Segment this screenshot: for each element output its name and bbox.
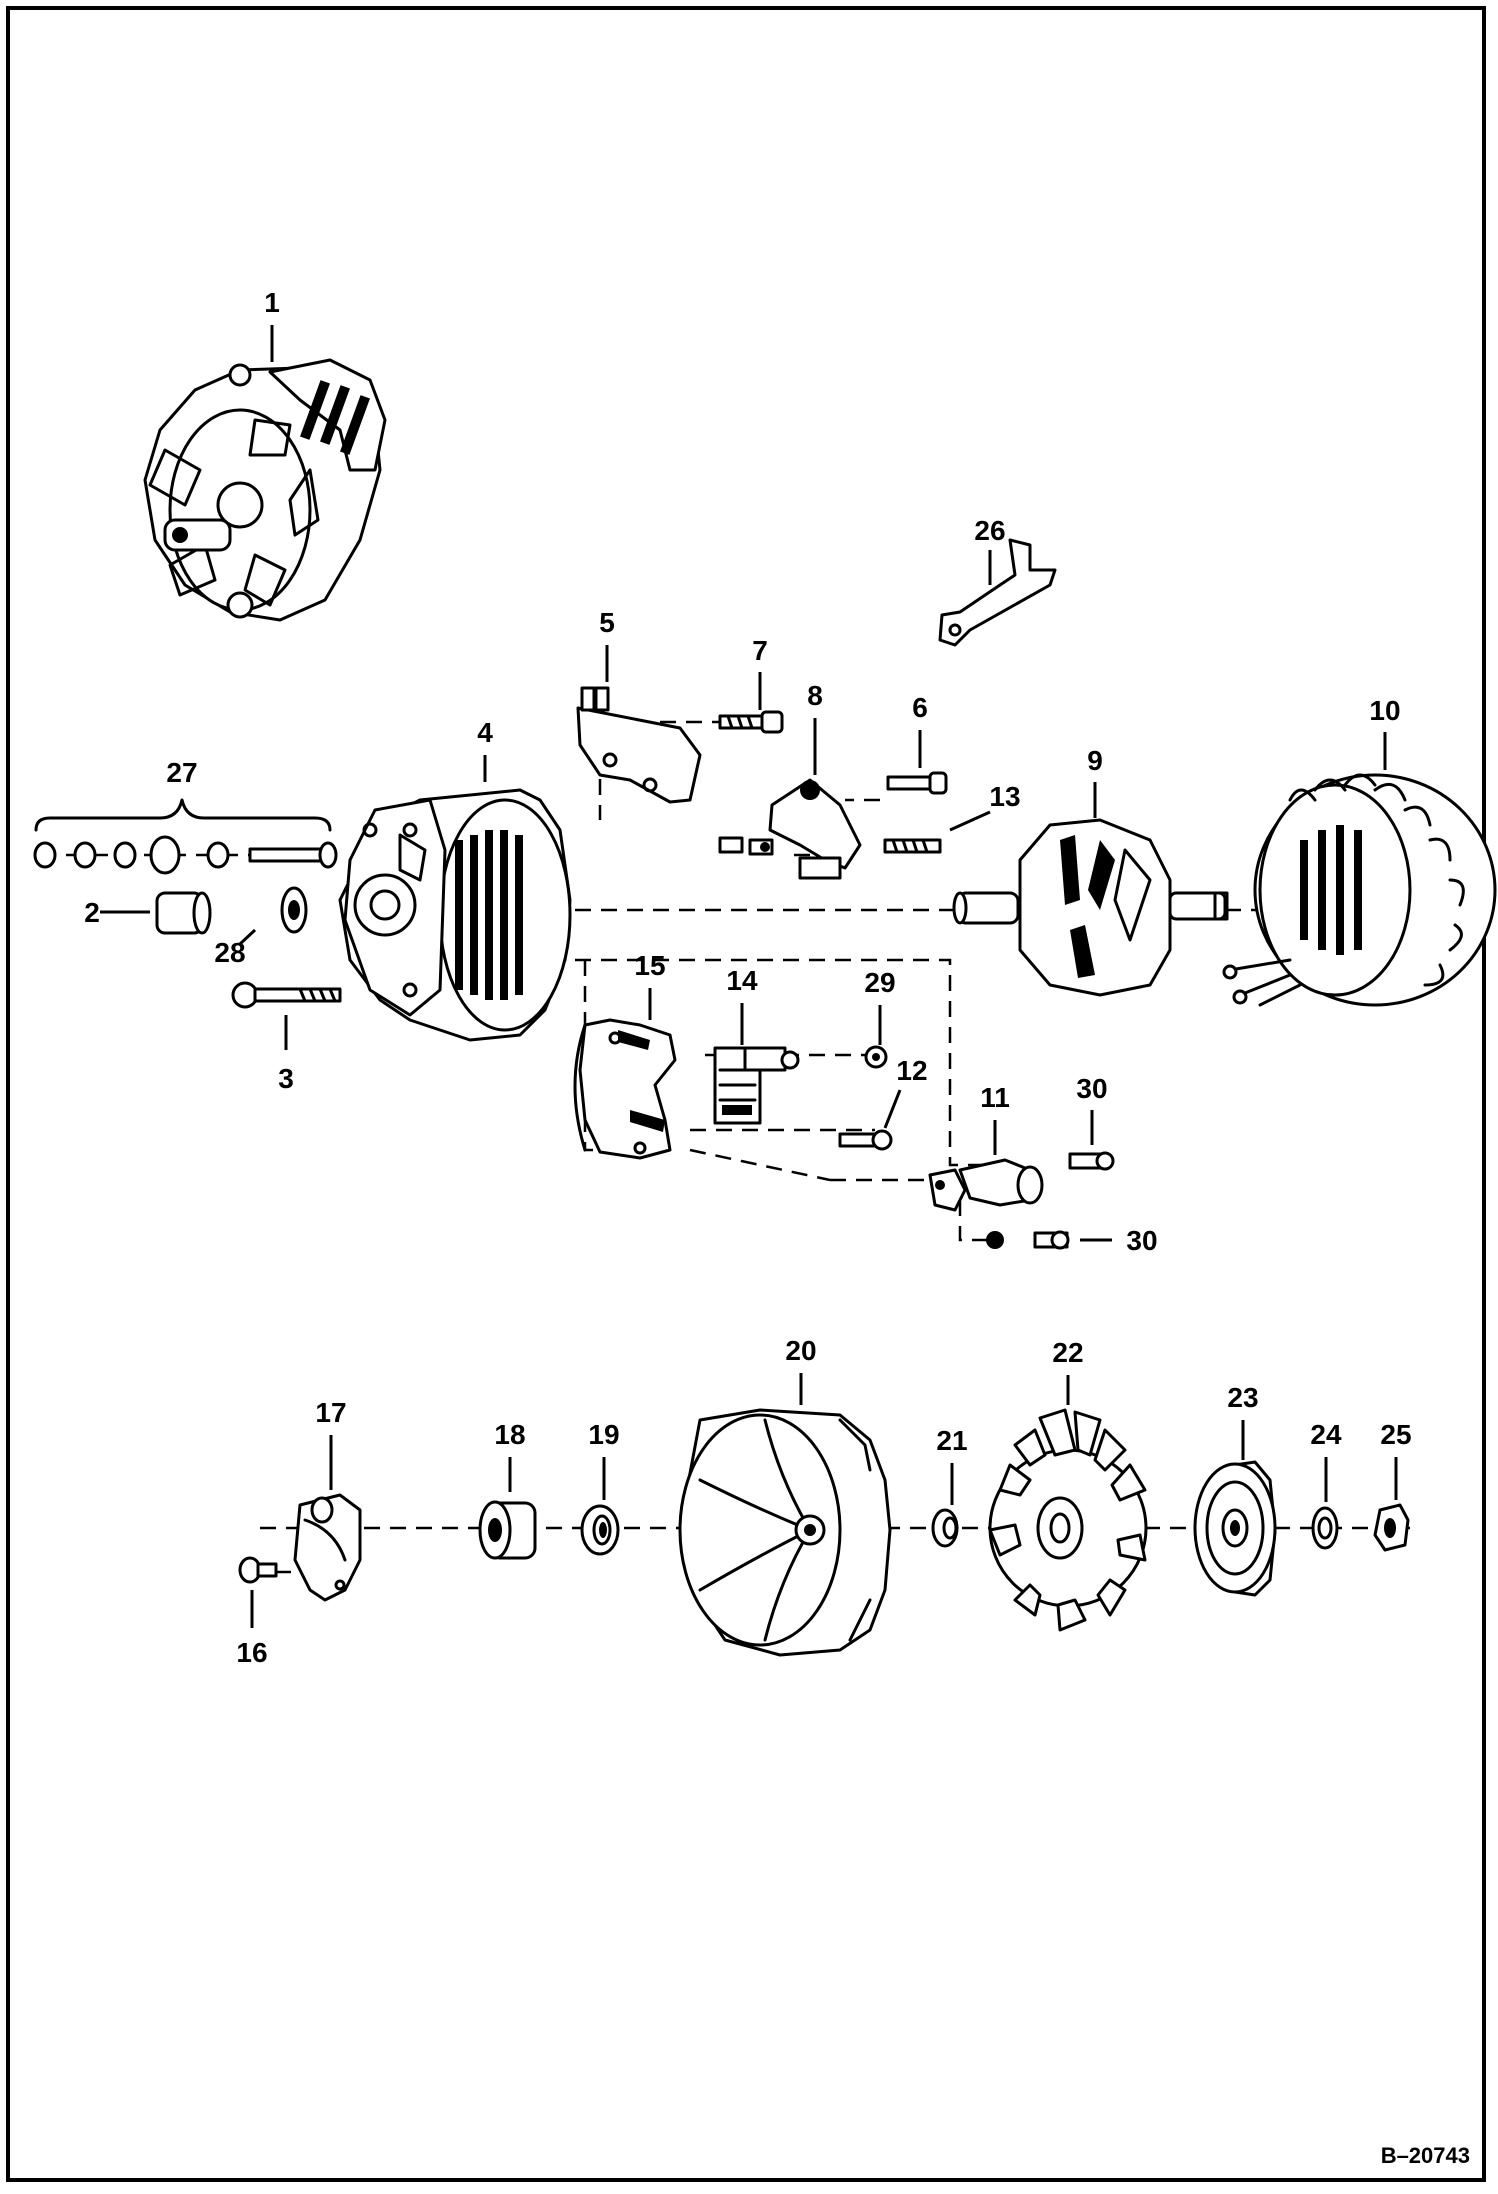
callout-labels: 1 2 3 4 5 6 7 8 9 10 11 12 13 14 15 16 1… <box>84 287 1411 1668</box>
part-screw-6 <box>886 771 948 795</box>
part-screw-30b <box>986 1230 1070 1250</box>
callout-16: 16 <box>236 1637 267 1668</box>
callout-24: 24 <box>1310 1419 1342 1450</box>
leader-lines <box>34 325 1398 1628</box>
part-regulator-14 <box>713 1046 800 1125</box>
callout-11: 11 <box>980 1082 1010 1113</box>
part-retainer-17 <box>293 1493 362 1602</box>
callout-14: 14 <box>726 965 758 996</box>
part-bushing-2 <box>155 891 212 935</box>
part-alternator-assembly <box>143 358 387 622</box>
part-screw-13 <box>883 838 942 854</box>
callout-8: 8 <box>807 680 823 711</box>
part-bearing-19 <box>580 1504 620 1556</box>
callout-3: 3 <box>278 1063 294 1094</box>
page-border <box>6 6 1486 2182</box>
part-pulley-23 <box>1193 1460 1277 1597</box>
callout-7: 7 <box>752 635 768 666</box>
part-front-housing-20 <box>678 1408 892 1657</box>
part-capacitor-11 <box>928 1158 1044 1212</box>
part-seal-28 <box>280 886 308 934</box>
part-rotor-9 <box>952 818 1229 997</box>
callout-15: 15 <box>634 950 665 981</box>
part-screw-7 <box>718 710 784 734</box>
callout-13: 13 <box>989 781 1020 812</box>
callout-9: 9 <box>1087 745 1103 776</box>
callout-30-lower: 30 <box>1126 1225 1157 1256</box>
part-bracket-26 <box>938 538 1057 647</box>
part-rear-housing-4 <box>338 788 572 1042</box>
callout-1: 1 <box>264 287 280 318</box>
callout-5: 5 <box>599 607 615 638</box>
part-washer-24 <box>1311 1506 1339 1550</box>
part-screw-30a <box>1068 1151 1115 1171</box>
callout-6: 6 <box>912 692 928 723</box>
callout-10: 10 <box>1369 695 1400 726</box>
part-screw-12 <box>838 1129 893 1151</box>
callout-30-upper: 30 <box>1076 1073 1107 1104</box>
callout-29: 29 <box>864 967 895 998</box>
callout-21: 21 <box>936 1425 967 1456</box>
callout-22: 22 <box>1052 1337 1083 1368</box>
part-hardware-stack-27 <box>33 835 338 875</box>
callout-23: 23 <box>1227 1382 1258 1413</box>
callout-20: 20 <box>785 1335 816 1366</box>
part-screw-16 <box>238 1556 278 1584</box>
part-spacer-21 <box>931 1508 959 1548</box>
callout-17: 17 <box>315 1397 346 1428</box>
part-nut-29 <box>864 1045 888 1069</box>
callout-19: 19 <box>588 1419 619 1450</box>
part-nut-25 <box>1373 1503 1410 1552</box>
callout-2: 2 <box>84 897 100 928</box>
callout-25: 25 <box>1380 1419 1411 1450</box>
callout-26: 26 <box>974 515 1005 546</box>
callout-4: 4 <box>477 717 493 748</box>
callout-18: 18 <box>494 1419 525 1450</box>
part-stator-10 <box>1222 773 1497 1007</box>
callout-12: 12 <box>896 1055 927 1086</box>
part-plate-5 <box>576 686 702 804</box>
part-fan-22 <box>988 1408 1148 1632</box>
callout-27: 27 <box>166 757 197 788</box>
part-long-bolt-3 <box>231 981 342 1009</box>
callout-28: 28 <box>214 937 245 968</box>
drawing-reference-number: B–20743 <box>1381 2143 1470 2168</box>
part-bearing-18 <box>478 1500 537 1560</box>
part-brush-holder-8 <box>718 778 862 880</box>
part-rectifier-15 <box>573 1018 677 1160</box>
